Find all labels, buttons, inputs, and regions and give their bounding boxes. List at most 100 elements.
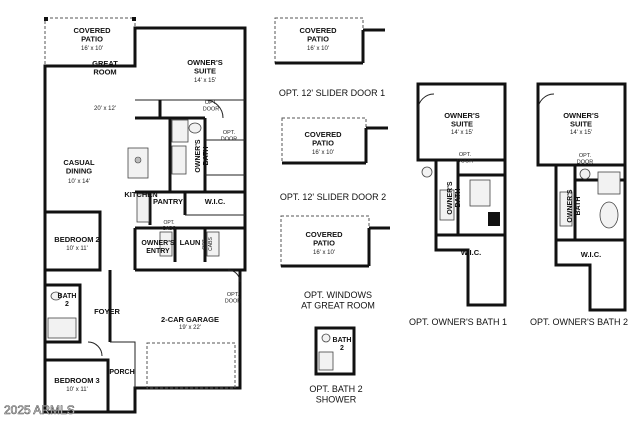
watermark-text: 2025 ARMLS (4, 403, 75, 417)
ob1-opt-door-label: OPT.DOOR (457, 152, 474, 164)
ob1-toilet-fixture (421, 166, 433, 178)
porch-outline (110, 341, 136, 388)
slider2-caption: OPT. 12' SLIDER DOOR 2 (280, 192, 386, 202)
ob2-outer-walls (536, 82, 627, 312)
ob1-suite-dims: 14' x 15' (451, 130, 473, 136)
bath2-shower-fixture (318, 351, 334, 371)
ob1-shower-fixture (469, 179, 491, 207)
entry-laundry-walls (133, 226, 245, 270)
ob1-vanity-fixture (439, 189, 455, 221)
bath2-walls (45, 283, 82, 344)
opt-door-garage-label: OPT.DOOR (225, 292, 242, 304)
opt-cabs-label: OPT.CABS (202, 237, 214, 251)
door-swing (227, 269, 241, 283)
ob2-toilet-fixture (579, 168, 591, 180)
garage-door (146, 342, 236, 389)
ob2-vanity-fixture (559, 191, 573, 227)
bath2-toilet (50, 291, 62, 301)
wic-label: W.I.C. (205, 197, 225, 206)
bath2-shower-toilet (321, 333, 331, 343)
sink-fixture (134, 156, 142, 164)
bath-inner-walls (205, 139, 245, 176)
opt-cabs-fixture (206, 231, 220, 257)
opt-door-label: OPT.DOOR (221, 130, 238, 142)
slider2-patio-dims: 16' x 10' (312, 150, 334, 156)
porch-label: PORCH (109, 369, 134, 376)
bedroom2-dims: 10' x 11' (66, 246, 88, 252)
bedroom3-label: BEDROOM 3 (54, 376, 99, 385)
laundry-label: LAUN (180, 238, 201, 247)
bath2-shower-walls (314, 326, 356, 376)
bedroom3-walls (45, 358, 110, 412)
bedroom2-label: BEDROOM 2 (54, 235, 99, 244)
foyer-label: FOYER (94, 307, 120, 316)
bath2-tub (47, 317, 77, 339)
ob1-door-swing (417, 93, 435, 111)
ob2-suite-dims: 14' x 15' (570, 130, 592, 136)
kitchen-walls (135, 190, 245, 225)
ob2-caption: OPT. OWNER'S BATH 2 (530, 317, 628, 327)
owners-bath-label: OWNER'SBATH (195, 139, 210, 172)
door-swing (204, 99, 224, 119)
garage-walls (108, 268, 240, 342)
vanity-fixture (171, 145, 187, 175)
ob2-door-swing (537, 93, 555, 111)
bath-walls (135, 100, 207, 192)
owners-suite-dims: 14' x 15' (194, 78, 216, 84)
ob2-tub-fixture (599, 201, 619, 229)
bedroom3-dims: 10' x 11' (66, 387, 88, 393)
casual-dining-dims: 10' x 14' (68, 179, 90, 185)
main-floor-plan (43, 17, 247, 414)
ob2-opt-door-label: OPT.DOOR (577, 153, 594, 165)
ob1-outer-walls (416, 82, 507, 307)
ob1-linen-fixture (488, 212, 500, 226)
ob1-bath-label: OWNER'SBATH (447, 181, 462, 214)
ob1-caption: OPT. OWNER'S BATH 1 (409, 317, 507, 327)
great-room-dims: 20' x 12' (94, 106, 116, 112)
kitchen-counter (136, 193, 150, 223)
slider1-patio-dims: 16' x 10' (307, 46, 329, 52)
ob2-bath-label: OWNER'SBATH (567, 189, 582, 222)
opt-door-label: OPT.DOOR (203, 100, 220, 112)
door-swing (87, 341, 103, 357)
garage-dims: 19' x 22' (179, 325, 201, 331)
ob2-wic-label: W.I.C. (581, 250, 601, 259)
kitchen-label: KITCHEN (124, 190, 157, 199)
opt-cabs-label: OPT.CABS (162, 220, 176, 232)
patio-post (132, 17, 136, 21)
garage-label: 2-CAR GARAGE (161, 315, 219, 324)
slider2-walls (282, 126, 388, 165)
pantry-label: PANTRY (153, 197, 183, 206)
covered-patio-dims: 16' x 10' (81, 46, 103, 52)
ob1-inner-walls (436, 158, 505, 237)
windows-patio-dims: 16' x 10' (313, 250, 335, 256)
patio-post (44, 17, 48, 21)
opt-cabs-fixture (159, 231, 173, 257)
windows-walls (281, 226, 390, 268)
ob1-wic-label: W.I.C. (461, 248, 481, 257)
ob2-shower-fixture (597, 171, 621, 195)
bedroom2-walls (45, 210, 102, 272)
slider1-caption: OPT. 12' SLIDER DOOR 1 (279, 88, 385, 98)
